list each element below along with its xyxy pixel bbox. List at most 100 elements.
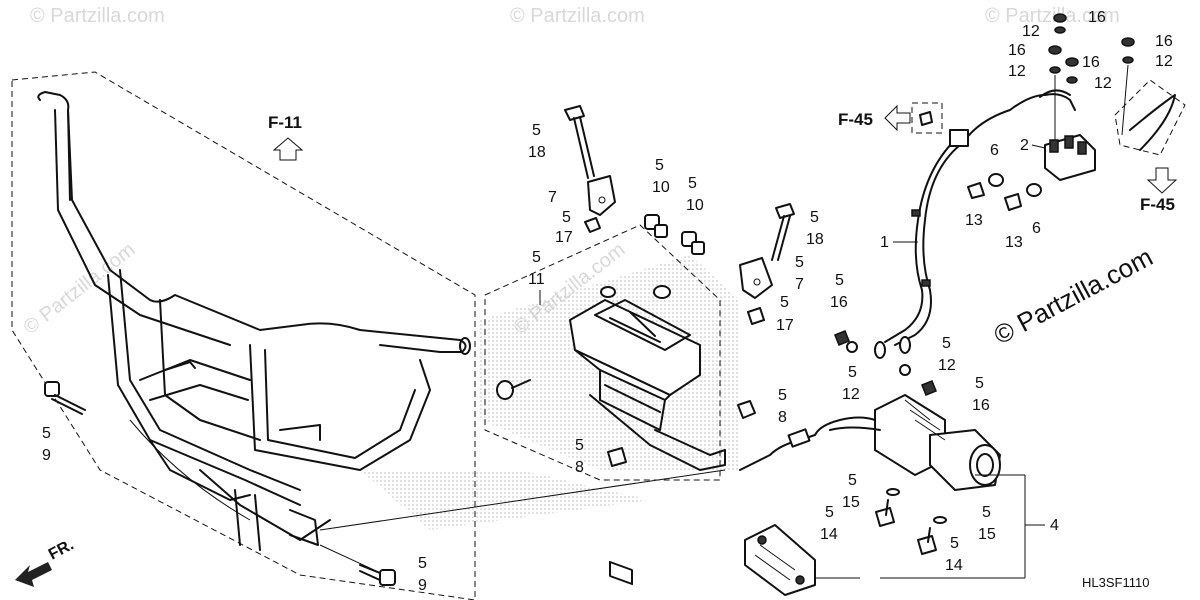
washer-6b — [1026, 183, 1042, 197]
callout-17: 17 — [555, 229, 573, 246]
bolt-18-top — [564, 105, 595, 179]
grommet-2 — [600, 286, 616, 298]
nut-16a — [834, 330, 850, 346]
front-bumper — [37, 91, 471, 551]
mount-assembly-box — [484, 224, 721, 481]
arrow-up-icon — [272, 137, 304, 161]
callout-16: 16 — [1008, 42, 1026, 59]
callout-5: 5 — [825, 504, 834, 521]
callout-5: 5 — [982, 504, 991, 521]
winch-cable — [739, 428, 811, 471]
reference-f45-right: F-45 — [1140, 195, 1175, 214]
callout-16: 16 — [830, 294, 848, 311]
callout-5: 5 — [575, 437, 584, 454]
callout-16: 16 — [1088, 9, 1106, 26]
callout-5: 5 — [562, 209, 571, 226]
nut-16b — [921, 380, 937, 396]
watermark-partzilla: © Partzilla.com — [989, 242, 1158, 351]
callout-8: 8 — [575, 459, 584, 476]
nut-washer-stack — [1048, 13, 1135, 140]
callout-14: 14 — [945, 557, 963, 574]
shading-lower-area — [360, 470, 650, 530]
callout-15: 15 — [978, 526, 996, 543]
callout-10: 10 — [652, 179, 670, 196]
bolt-f45-left — [919, 111, 933, 126]
callout-5: 5 — [975, 375, 984, 392]
callout-11: 11 — [528, 271, 545, 288]
callout-5: 5 — [688, 175, 697, 192]
callout-10: 10 — [686, 197, 704, 214]
diagram-code: HL3SF1110 — [1082, 575, 1149, 590]
nut-8-right — [737, 400, 756, 419]
callout-5: 5 — [835, 272, 844, 289]
front-indicator: FR. — [46, 536, 77, 563]
callout-5: 5 — [848, 364, 857, 381]
f45-right-box — [1114, 79, 1186, 156]
callout-5: 5 — [418, 555, 427, 572]
washer-12a — [846, 341, 858, 353]
callout-3: 4 — [1050, 517, 1059, 534]
callout-5: 5 — [810, 209, 819, 226]
callout-5: 5 — [848, 472, 857, 489]
ring-15b — [933, 516, 947, 524]
front-arrow-icon — [15, 562, 52, 587]
nut-8-bottom — [607, 447, 627, 467]
washer-12b — [899, 364, 911, 376]
winch-3 — [799, 394, 1001, 491]
ring-15a — [886, 488, 900, 496]
callout-2: 2 — [1020, 137, 1029, 154]
watermark-top-left: © Partzilla.com — [30, 5, 165, 27]
callout-8: 8 — [778, 409, 787, 426]
callout-12: 12 — [1022, 23, 1040, 40]
callout-12: 12 — [938, 357, 956, 374]
callout-5: 5 — [655, 157, 664, 174]
callout-9: 9 — [418, 577, 427, 594]
washer-6a — [988, 173, 1004, 187]
callout-5: 5 — [942, 335, 951, 352]
arrow-left-icon — [884, 104, 911, 132]
callout-12: 12 — [842, 386, 860, 403]
callout-18: 18 — [528, 144, 546, 161]
callout-5: 5 — [795, 254, 804, 271]
callout-17: 17 — [776, 317, 794, 334]
bolt-11 — [496, 379, 531, 400]
bolt-10b — [681, 231, 705, 255]
callout-9: 9 — [42, 447, 51, 464]
grommet — [653, 285, 671, 299]
arrow-down-icon — [1146, 167, 1178, 194]
callout-6: 6 — [990, 142, 999, 159]
clamp-part — [1129, 94, 1176, 151]
callout-16: 16 — [972, 397, 990, 414]
callout-14: 14 — [820, 526, 838, 543]
bolt-14a — [875, 499, 895, 527]
nut-17-left — [584, 217, 601, 233]
f45-left-box — [911, 102, 943, 134]
callout-5: 5 — [42, 425, 51, 442]
callout-5: 5 — [780, 294, 789, 311]
watermark-top-right: © Partzilla.com — [985, 5, 1120, 27]
nut-17-right — [747, 307, 765, 325]
callout-7: 7 — [795, 276, 804, 293]
leader-2 — [1031, 144, 1046, 149]
fairlead-4 — [744, 524, 816, 596]
callout-15: 15 — [842, 494, 860, 511]
callout-12: 12 — [1008, 63, 1026, 80]
bolt-14b — [917, 527, 937, 555]
solenoid-2 — [1044, 134, 1096, 181]
watermark-top-center: © Partzilla.com — [510, 5, 645, 27]
callout-16: 16 — [1155, 33, 1173, 50]
bumper-assembly-box — [11, 71, 476, 600]
callout-12: 12 — [1155, 53, 1173, 70]
bolt-13a — [967, 182, 985, 199]
callout-5: 5 — [532, 122, 541, 139]
cable-1 — [874, 89, 1076, 359]
callout-13: 13 — [965, 212, 983, 229]
bolt-13b — [1004, 193, 1022, 211]
callout-1: 1 — [880, 234, 889, 251]
callout-5: 5 — [950, 535, 959, 552]
winch-mount-bracket — [569, 299, 726, 586]
callout-16: 16 — [1082, 54, 1100, 71]
callout-6: 6 — [1032, 220, 1041, 237]
bolt-10a — [644, 214, 668, 238]
